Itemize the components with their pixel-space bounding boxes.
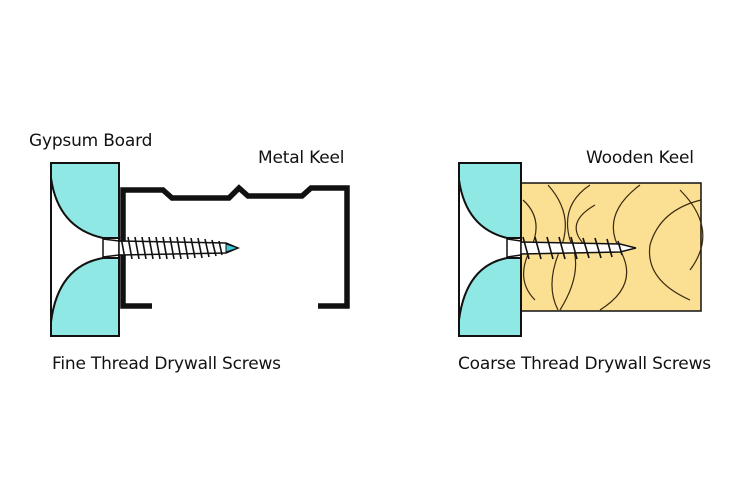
screw-threads-left — [120, 236, 223, 260]
gypsum-board-right — [458, 162, 522, 337]
fine-thread-screw — [102, 236, 240, 260]
right-assembly — [458, 162, 704, 337]
metal-keel-label: Metal Keel — [258, 148, 345, 168]
screw-threads-right — [522, 236, 623, 260]
screw-head-right — [506, 238, 522, 258]
screw-tip-left — [225, 243, 240, 253]
wooden-keel-label: Wooden Keel — [586, 148, 694, 168]
screw-head-left — [102, 238, 120, 258]
gypsum-board-left — [50, 162, 120, 337]
fine-thread-caption: Fine Thread Drywall Screws — [52, 354, 281, 374]
left-assembly — [50, 162, 350, 337]
coarse-thread-caption: Coarse Thread Drywall Screws — [458, 354, 711, 374]
metal-keel — [120, 184, 350, 309]
gypsum-board-label: Gypsum Board — [29, 131, 153, 151]
coarse-thread-screw — [506, 236, 637, 260]
